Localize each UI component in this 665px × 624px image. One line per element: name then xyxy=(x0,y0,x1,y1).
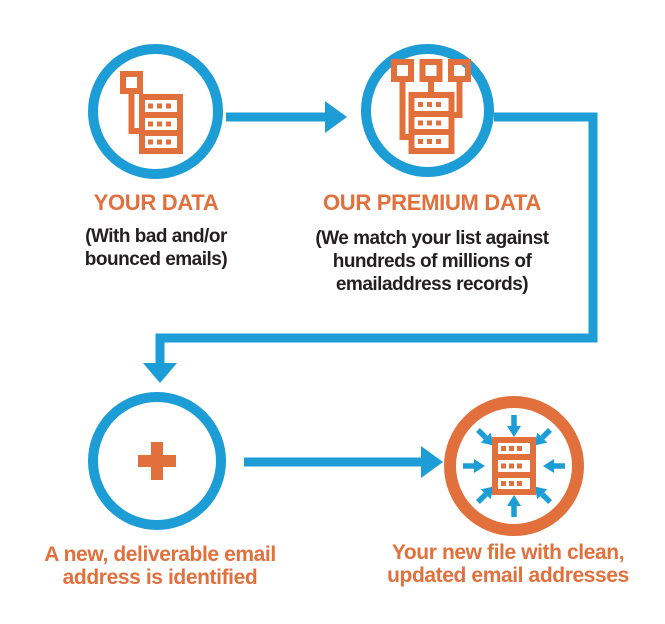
subtitle-line: (We match your list against xyxy=(315,228,549,249)
server-icon xyxy=(492,437,536,495)
server-with-cable-icon xyxy=(119,70,183,154)
server-with-connectors-icon xyxy=(390,58,471,154)
premium-data-subtitle: (We match your list against hundreds of … xyxy=(292,227,572,296)
inward-arrows-icon xyxy=(463,415,565,517)
your-data-subtitle: (With bad and/or bounced emails) xyxy=(46,225,266,271)
your-data-circle xyxy=(88,44,223,179)
new-email-caption: A new, deliverable email address is iden… xyxy=(30,543,290,589)
plus-icon xyxy=(138,442,176,480)
clean-file-circle xyxy=(444,396,584,536)
flow-arrow-right-2-icon xyxy=(244,446,443,478)
clean-file-caption: Your new file with clean, updated email … xyxy=(378,541,638,587)
caption-line: address is identified xyxy=(62,566,258,589)
our-premium-data-circle xyxy=(361,44,494,177)
caption-line: Your new file with clean, xyxy=(391,541,625,564)
server-merge-arrows-icon xyxy=(463,415,565,517)
flow-elbow-connector-down-arrow-icon xyxy=(143,112,598,383)
caption-line: updated email addresses xyxy=(387,564,629,587)
caption-line: A new, deliverable email xyxy=(44,543,276,566)
flow-arrow-right-1-icon xyxy=(226,101,347,133)
new-email-circle xyxy=(88,392,226,530)
subtitle-line: hundreds of millions of xyxy=(332,251,532,272)
premium-data-title: OUR PREMIUM DATA xyxy=(322,190,542,215)
subtitle-line: (With bad and/or xyxy=(85,226,227,247)
subtitle-line: bounced emails) xyxy=(84,249,228,270)
subtitle-line: emailaddress records) xyxy=(335,274,529,295)
your-data-title: YOUR DATA xyxy=(93,190,219,215)
